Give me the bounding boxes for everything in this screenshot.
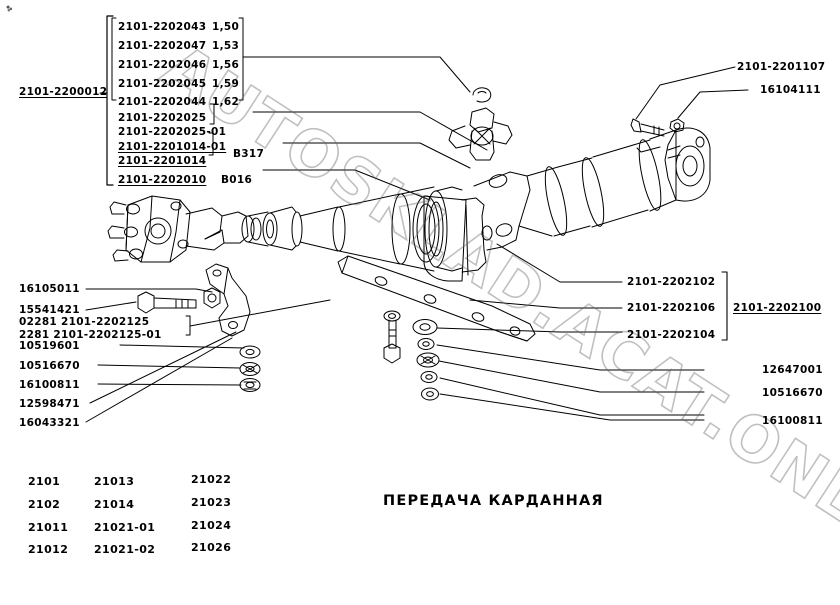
assembly-main-label[interactable]: 2101-2200012 [19,86,108,98]
bracket-2201014 [208,132,214,156]
left-callout-1[interactable]: 15541421 [19,304,80,316]
bracket-group-0-line-1[interactable]: 2101-2202025-01 [118,126,227,138]
technical-drawing [85,15,749,423]
bracket-2202100 [721,271,728,341]
legend-col1-row3: 21012 [28,543,69,556]
left-callout-4[interactable]: 10519601 [19,340,80,352]
bracket-group-1-note: B317 [233,148,265,160]
front-driveshaft-tube [299,186,435,272]
shim-row-3-part[interactable]: 2101-2202045 [118,78,207,90]
single-item-0-note: B016 [221,174,253,186]
left-washer-stack [239,345,261,392]
center-support-bearing [412,186,493,282]
bracket-group-1-line-1[interactable]: 2101-2201014 [118,155,207,167]
shim-row-1-part[interactable]: 2101-2202047 [118,40,207,52]
front-flange-yoke [107,195,225,263]
bracket-group-0-line-0[interactable]: 2101-2202025 [118,112,207,124]
shim-row-0-part[interactable]: 2101-2202043 [118,21,207,33]
right-callout-mid-2[interactable]: 2101-2202104 [627,329,716,341]
right-callout-bottom-0[interactable]: 12647001 [762,364,823,376]
legend-col1-row2: 21011 [28,521,69,534]
shim-row-0-thickness: 1,50 [212,21,240,33]
bracket-assembly-main [106,15,114,186]
rear-driveshaft-tube [553,129,677,237]
shim-row-3-thickness: 1,59 [212,78,240,90]
center-support-crossmember [337,255,536,342]
shim-row-4-thickness: 1,62 [212,96,240,108]
legend-col2-row2: 21021-01 [94,521,156,534]
shim-row-2-part[interactable]: 2101-2202046 [118,59,207,71]
leader-shim-to-spider [242,56,471,93]
right-callout-top-1[interactable]: 16104111 [760,84,821,96]
left-callout-7[interactable]: 12598471 [19,398,80,410]
bracket-2202025 [209,103,215,125]
legend-col3-row1: 21023 [191,496,232,509]
right-washer-nut-stack [412,319,440,401]
diagram-title: ПЕРЕДАЧА КАРДАННАЯ [383,493,604,509]
left-callout-2[interactable]: 02281 2101-2202125 [19,316,150,328]
left-support-bracket [205,263,251,337]
leader-2202025 [252,111,488,151]
legend-col2-row3: 21021-02 [94,543,156,556]
right-callout-top-0[interactable]: 2101-2201107 [737,61,826,73]
legend-col2-row1: 21014 [94,498,135,511]
legend-col3-row0: 21022 [191,473,232,486]
left-callout-0[interactable]: 16105011 [19,283,80,295]
left-bolt-nut-assembly [137,287,221,314]
right-callout-mid-0[interactable]: 2101-2202102 [627,276,716,288]
leaders-left [85,288,245,423]
center-vertical-bolt [383,310,401,364]
single-item-0-part[interactable]: 2101-2202010 [118,174,207,186]
legend-col1-row0: 2101 [28,475,61,488]
shim-row-4-part[interactable]: 2101-2202044 [118,96,207,108]
universal-joint-cross [448,87,513,161]
leaders-right [436,243,705,421]
scan-artifact-speck [6,5,13,12]
rear-flange-bolts [630,66,749,137]
right-callout-bottom-1[interactable]: 10516670 [762,387,823,399]
intermediate-yoke [473,166,568,251]
legend-col3-row3: 21026 [191,541,232,554]
front-universal-joint [221,206,303,251]
legend-col3-row2: 21024 [191,519,232,532]
left-callout-8[interactable]: 16043321 [19,417,80,429]
shim-row-2-thickness: 1,56 [212,59,240,71]
right-callout-mid-1[interactable]: 2101-2202106 [627,302,716,314]
left-callout-3[interactable]: 2281 2101-2202125-01 [19,329,162,341]
left-callout-5[interactable]: 10516670 [19,360,80,372]
left-callout-6[interactable]: 16100811 [19,379,80,391]
shim-row-1-thickness: 1,53 [212,40,240,52]
bracket-group-1-line-0[interactable]: 2101-2201014-01 [118,141,227,153]
parts-diagram-canvas: AUTOSKLAD.ACAT.ONLINE 2101-2200012 2101-… [6,5,840,605]
bracket-shims [111,17,244,101]
bracket-2202125 [185,299,331,336]
legend-col1-row1: 2102 [28,498,61,511]
rear-flange-yoke [636,127,711,202]
legend-col2-row0: 21013 [94,475,135,488]
assembly-group-label[interactable]: 2101-2202100 [733,302,822,314]
right-callout-bottom-2[interactable]: 16100811 [762,415,823,427]
